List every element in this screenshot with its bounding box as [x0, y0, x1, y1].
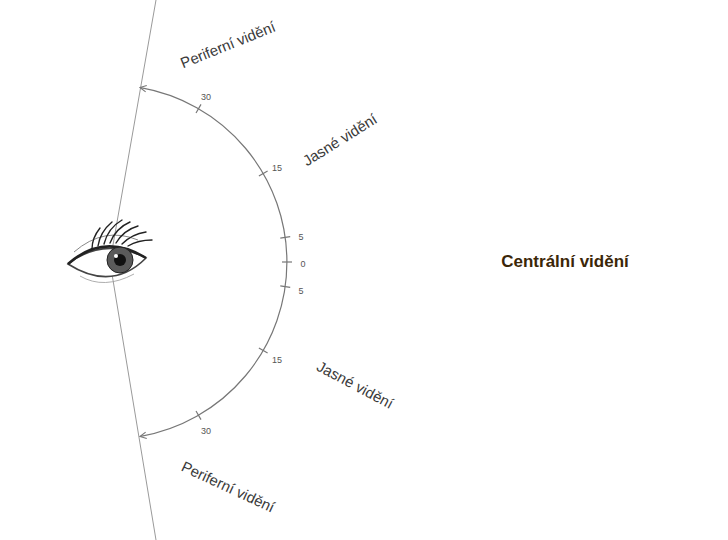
label-holder: 30 — [201, 86, 211, 104]
label-holder: Periferní vidění — [178, 18, 278, 72]
vision-zone-label-holder: Centrální vidění — [501, 252, 629, 272]
vision-zone-label: Jasné vidění — [314, 357, 397, 412]
angle-number: 15 — [272, 163, 282, 174]
label-holder: 5 — [298, 226, 303, 244]
vision-zone-label: Jasné vidění — [300, 110, 381, 170]
label-holder: 30 — [201, 420, 211, 438]
angle-number: 0 — [300, 259, 305, 270]
vision-zone-label: Centrální vidění — [501, 252, 629, 272]
angle-number: 30 — [201, 426, 211, 437]
angle-arc — [141, 88, 287, 437]
label-holder: 0 — [300, 253, 305, 271]
angle-number: 5 — [298, 232, 303, 243]
label-holder: 5 — [298, 280, 303, 298]
angle-number: 15 — [272, 355, 282, 366]
vision-zone-label-holder: Jasné vidění — [300, 110, 381, 170]
eye-drawing — [68, 220, 152, 283]
central-vision-band-fill — [150, 222, 728, 302]
arc-ticks — [196, 104, 292, 419]
peripheral-label: Periferní vidění — [178, 18, 278, 72]
label-holder: 15 — [272, 349, 282, 367]
peripheral-boundary — [110, 262, 156, 540]
vision-zone-label-holder: Jasné vidění — [314, 357, 397, 412]
angle-number: 5 — [298, 286, 303, 297]
peripheral-label: Periferní vidění — [178, 458, 277, 517]
angle-number: 30 — [201, 92, 211, 103]
clear-vision-cone-fill — [150, 0, 728, 540]
label-holder: 15 — [272, 157, 282, 175]
label-holder: Periferní vidění — [178, 458, 277, 517]
